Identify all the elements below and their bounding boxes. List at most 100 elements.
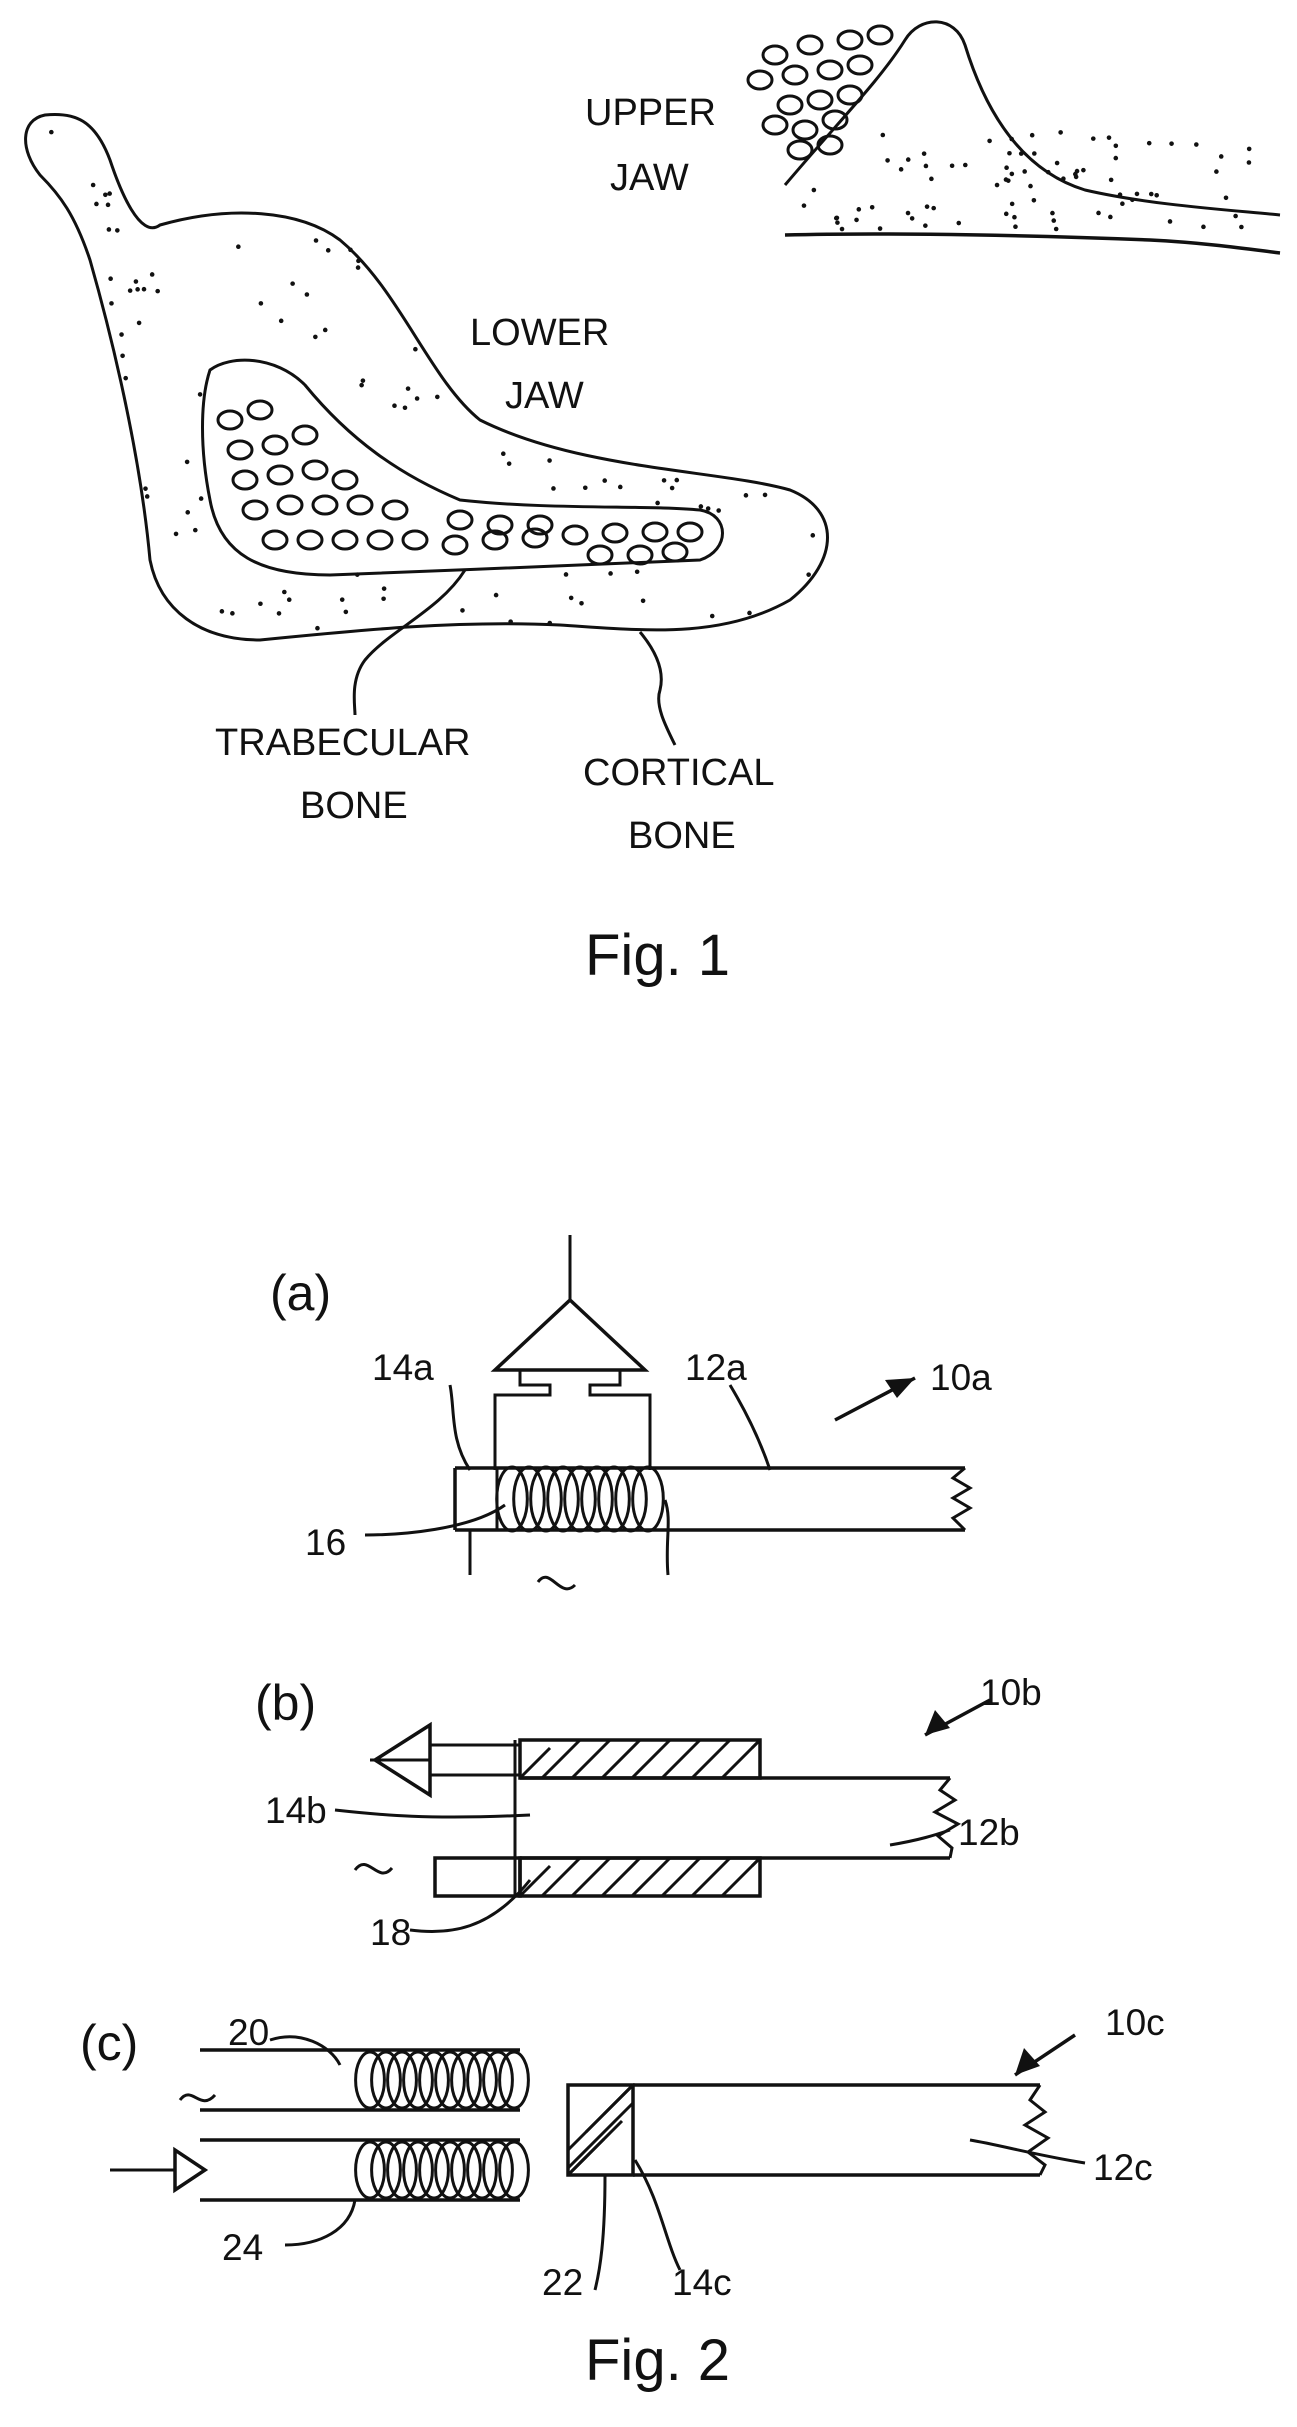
bone-pore-oval xyxy=(403,531,427,549)
stipple-dot xyxy=(108,276,113,281)
label-10a: 10a xyxy=(930,1357,992,1398)
stipple-dot xyxy=(1055,161,1060,166)
stipple-dot xyxy=(670,486,675,491)
stipple-dot xyxy=(313,335,318,340)
stipple-dot xyxy=(910,216,915,221)
stipple-dot xyxy=(1022,169,1027,174)
stipple-dot xyxy=(494,593,499,598)
stipple-dot xyxy=(258,601,263,606)
upper-jaw-dots xyxy=(802,130,1252,231)
stipple-dot xyxy=(1046,170,1051,175)
stipple-dot xyxy=(185,460,190,465)
stipple-dot xyxy=(508,619,513,624)
coil-turn xyxy=(500,2052,529,2108)
stipple-dot xyxy=(107,227,112,232)
stipple-dot xyxy=(1010,202,1015,207)
stipple-dot xyxy=(744,493,749,498)
bone-pore-oval xyxy=(838,31,862,49)
hatch-line xyxy=(568,2103,633,2168)
stipple-dot xyxy=(1091,136,1096,141)
label-18: 18 xyxy=(370,1912,411,1953)
trabecular-leader xyxy=(354,570,465,715)
stipple-dot xyxy=(1009,137,1014,142)
stipple-dot xyxy=(356,265,361,270)
stipple-dot xyxy=(1147,141,1152,146)
hatch-line xyxy=(572,1858,610,1896)
stipple-dot xyxy=(220,609,225,614)
stipple-dot xyxy=(174,532,179,537)
stipple-dot xyxy=(716,508,721,513)
bone-pore-oval xyxy=(788,141,812,159)
upper-jaw: UPPER JAW xyxy=(585,22,1280,253)
stipple-dot xyxy=(1168,219,1173,224)
stipple-dot xyxy=(49,130,54,135)
coil-turn xyxy=(599,1467,630,1531)
stipple-dot xyxy=(834,216,839,221)
stipple-dot xyxy=(1074,175,1079,180)
stipple-dot xyxy=(135,287,140,292)
bone-pore-oval xyxy=(333,471,357,489)
bone-pore-oval xyxy=(818,136,842,154)
bone-pore-oval xyxy=(263,531,287,549)
hatch-line xyxy=(632,1740,670,1778)
coil-turn xyxy=(468,2052,497,2108)
stipple-dot xyxy=(763,493,768,498)
sleeve-18-stub xyxy=(435,1858,520,1896)
leader-22 xyxy=(595,2175,605,2290)
hatch-line xyxy=(602,1858,640,1896)
stipple-dot xyxy=(1194,142,1199,147)
label-12c: 12c xyxy=(1093,2147,1153,2188)
bone-pore-oval xyxy=(278,496,302,514)
bone-pore-oval xyxy=(763,46,787,64)
stipple-dot xyxy=(1010,172,1015,177)
bone-pore-oval xyxy=(298,531,322,549)
stipple-dot xyxy=(1114,143,1119,148)
bone-pore-oval xyxy=(643,523,667,541)
fig2-caption: Fig. 2 xyxy=(585,2328,730,2393)
stipple-dot xyxy=(1113,156,1118,161)
stipple-dot xyxy=(107,191,112,196)
stipple-dot xyxy=(277,611,282,616)
stipple-dot xyxy=(115,228,120,233)
stipple-dot xyxy=(806,572,811,577)
bone-pore-oval xyxy=(663,543,687,561)
coil-turn xyxy=(404,2052,433,2108)
stipple-dot xyxy=(406,386,411,391)
lower-jaw-label-1: LOWER xyxy=(470,312,609,354)
coil-turn xyxy=(452,2142,481,2198)
panel-c-tag: (c) xyxy=(80,2015,138,2071)
hatch-line xyxy=(632,1858,670,1896)
stipple-dot xyxy=(1118,192,1123,197)
stipple-dot xyxy=(618,485,623,490)
stipple-dot xyxy=(507,461,512,466)
stipple-dot xyxy=(381,596,386,601)
bone-pore-oval xyxy=(778,96,802,114)
coil-turn xyxy=(388,2142,417,2198)
stipple-dot xyxy=(282,590,287,595)
transducer-b-rails xyxy=(430,1745,520,1775)
stipple-dot xyxy=(1032,198,1037,203)
stipple-dot xyxy=(199,496,204,501)
coil-turn xyxy=(436,2142,465,2198)
stipple-dot xyxy=(1120,201,1125,206)
panel-b-tag: (b) xyxy=(255,1675,316,1731)
bone-pore-oval xyxy=(818,61,842,79)
stipple-dot xyxy=(1004,177,1009,182)
bone-pore-oval xyxy=(763,116,787,134)
hatch-line xyxy=(542,1740,580,1778)
hatch-line xyxy=(568,2121,622,2175)
leader-14b xyxy=(335,1810,530,1817)
stipple-dot xyxy=(674,478,679,483)
rod-12b xyxy=(520,1778,950,1858)
leader-18 xyxy=(410,1880,530,1932)
stipple-dot xyxy=(326,248,331,253)
stipple-dot xyxy=(925,204,930,209)
coil-turn xyxy=(500,2142,529,2198)
coil-turn xyxy=(388,2052,417,2108)
lower-jaw-label-2: JAW xyxy=(505,375,584,417)
stipple-dot xyxy=(323,328,328,333)
upper-jaw-base xyxy=(785,234,1280,253)
bone-pore-oval xyxy=(268,466,292,484)
hatch-line xyxy=(692,1740,730,1778)
stipple-dot xyxy=(579,601,584,606)
